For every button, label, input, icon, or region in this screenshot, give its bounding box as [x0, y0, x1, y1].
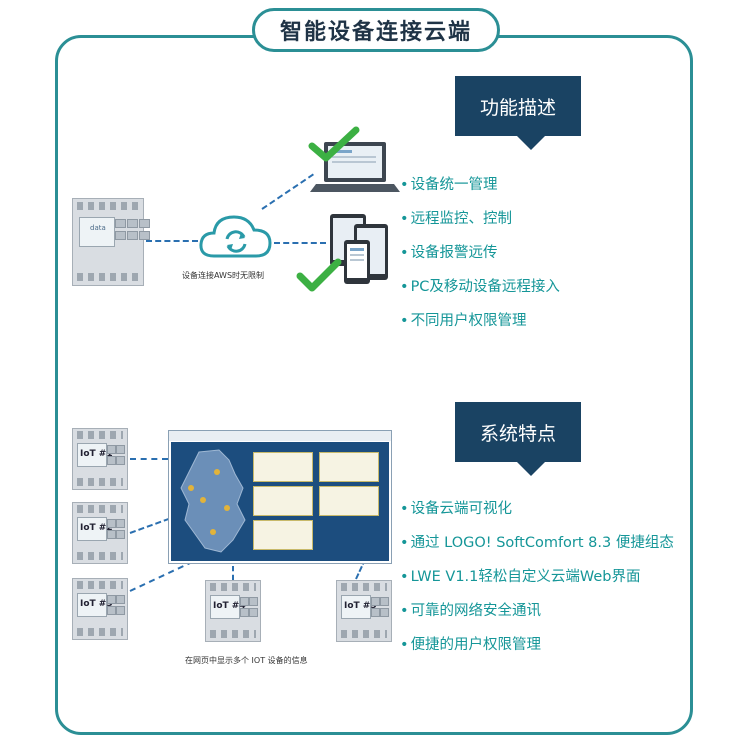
dashboard-header	[169, 431, 391, 441]
list-item: 便捷的用户权限管理	[400, 628, 674, 662]
dashboard-tile	[253, 452, 313, 482]
laptop-icon	[310, 142, 400, 192]
iot-device-label: IoT #5	[344, 601, 377, 611]
check-mark-icon	[308, 126, 360, 162]
list-item: 远程监控、控制	[400, 202, 560, 236]
iot-device-label: IoT #4	[213, 601, 246, 611]
iot-device-3: IoT #3	[72, 578, 128, 640]
function-feature-list: 设备统一管理 远程监控、控制 设备报警远传 PC及移动设备远程接入 不同用户权限…	[400, 168, 560, 338]
iot-device-2: IoT #2	[72, 502, 128, 564]
iot4-link	[232, 566, 234, 580]
cloud-icon	[199, 215, 272, 258]
mobile-devices-icon	[330, 214, 388, 284]
germany-map-icon	[180, 449, 246, 553]
iot-device-4: IoT #4	[205, 580, 261, 642]
plc-screen: data	[79, 217, 115, 247]
iot-device-1: IoT #1	[72, 428, 128, 490]
list-item: 可靠的网络安全通讯	[400, 594, 674, 628]
list-item: LWE V1.1轻松自定义云端Web界面	[400, 560, 674, 594]
aws-caption: 设备连接AWS时无限制	[182, 271, 265, 280]
dashboard-caption: 在网页中显示多个 IOT 设备的信息	[185, 656, 308, 665]
list-item: 不同用户权限管理	[400, 304, 560, 338]
dashboard-tile	[253, 520, 313, 550]
list-item: 通过 LOGO! SoftComfort 8.3 便捷组态	[400, 526, 674, 560]
iot-device-label: IoT #2	[80, 523, 113, 533]
list-item: 设备统一管理	[400, 168, 560, 202]
plc-screen-text: data	[90, 224, 106, 232]
logo-plc-device: data	[72, 198, 150, 286]
page-title: 智能设备连接云端	[252, 8, 500, 52]
dashboard-body	[171, 442, 389, 561]
list-item: PC及移动设备远程接入	[400, 270, 560, 304]
dashboard-tile	[319, 452, 379, 482]
cloud-mobile-link	[274, 242, 326, 244]
list-item: 设备报警远传	[400, 236, 560, 270]
banner-function-description: 功能描述	[455, 76, 581, 150]
dashboard-tile	[253, 486, 313, 516]
iot-device-5: IoT #5	[336, 580, 392, 642]
system-feature-list: 设备云端可视化 通过 LOGO! SoftComfort 8.3 便捷组态 LW…	[400, 492, 674, 662]
check-mark-icon-mobile	[296, 258, 342, 292]
plc-cloud-link	[146, 240, 198, 242]
dashboard-tile	[319, 486, 379, 516]
iot-device-label: IoT #1	[80, 449, 113, 459]
iot-device-label: IoT #3	[80, 599, 113, 609]
banner-system-features: 系统特点	[455, 402, 581, 476]
web-dashboard-screenshot	[168, 430, 392, 564]
list-item: 设备云端可视化	[400, 492, 674, 526]
iot1-link	[130, 458, 168, 460]
